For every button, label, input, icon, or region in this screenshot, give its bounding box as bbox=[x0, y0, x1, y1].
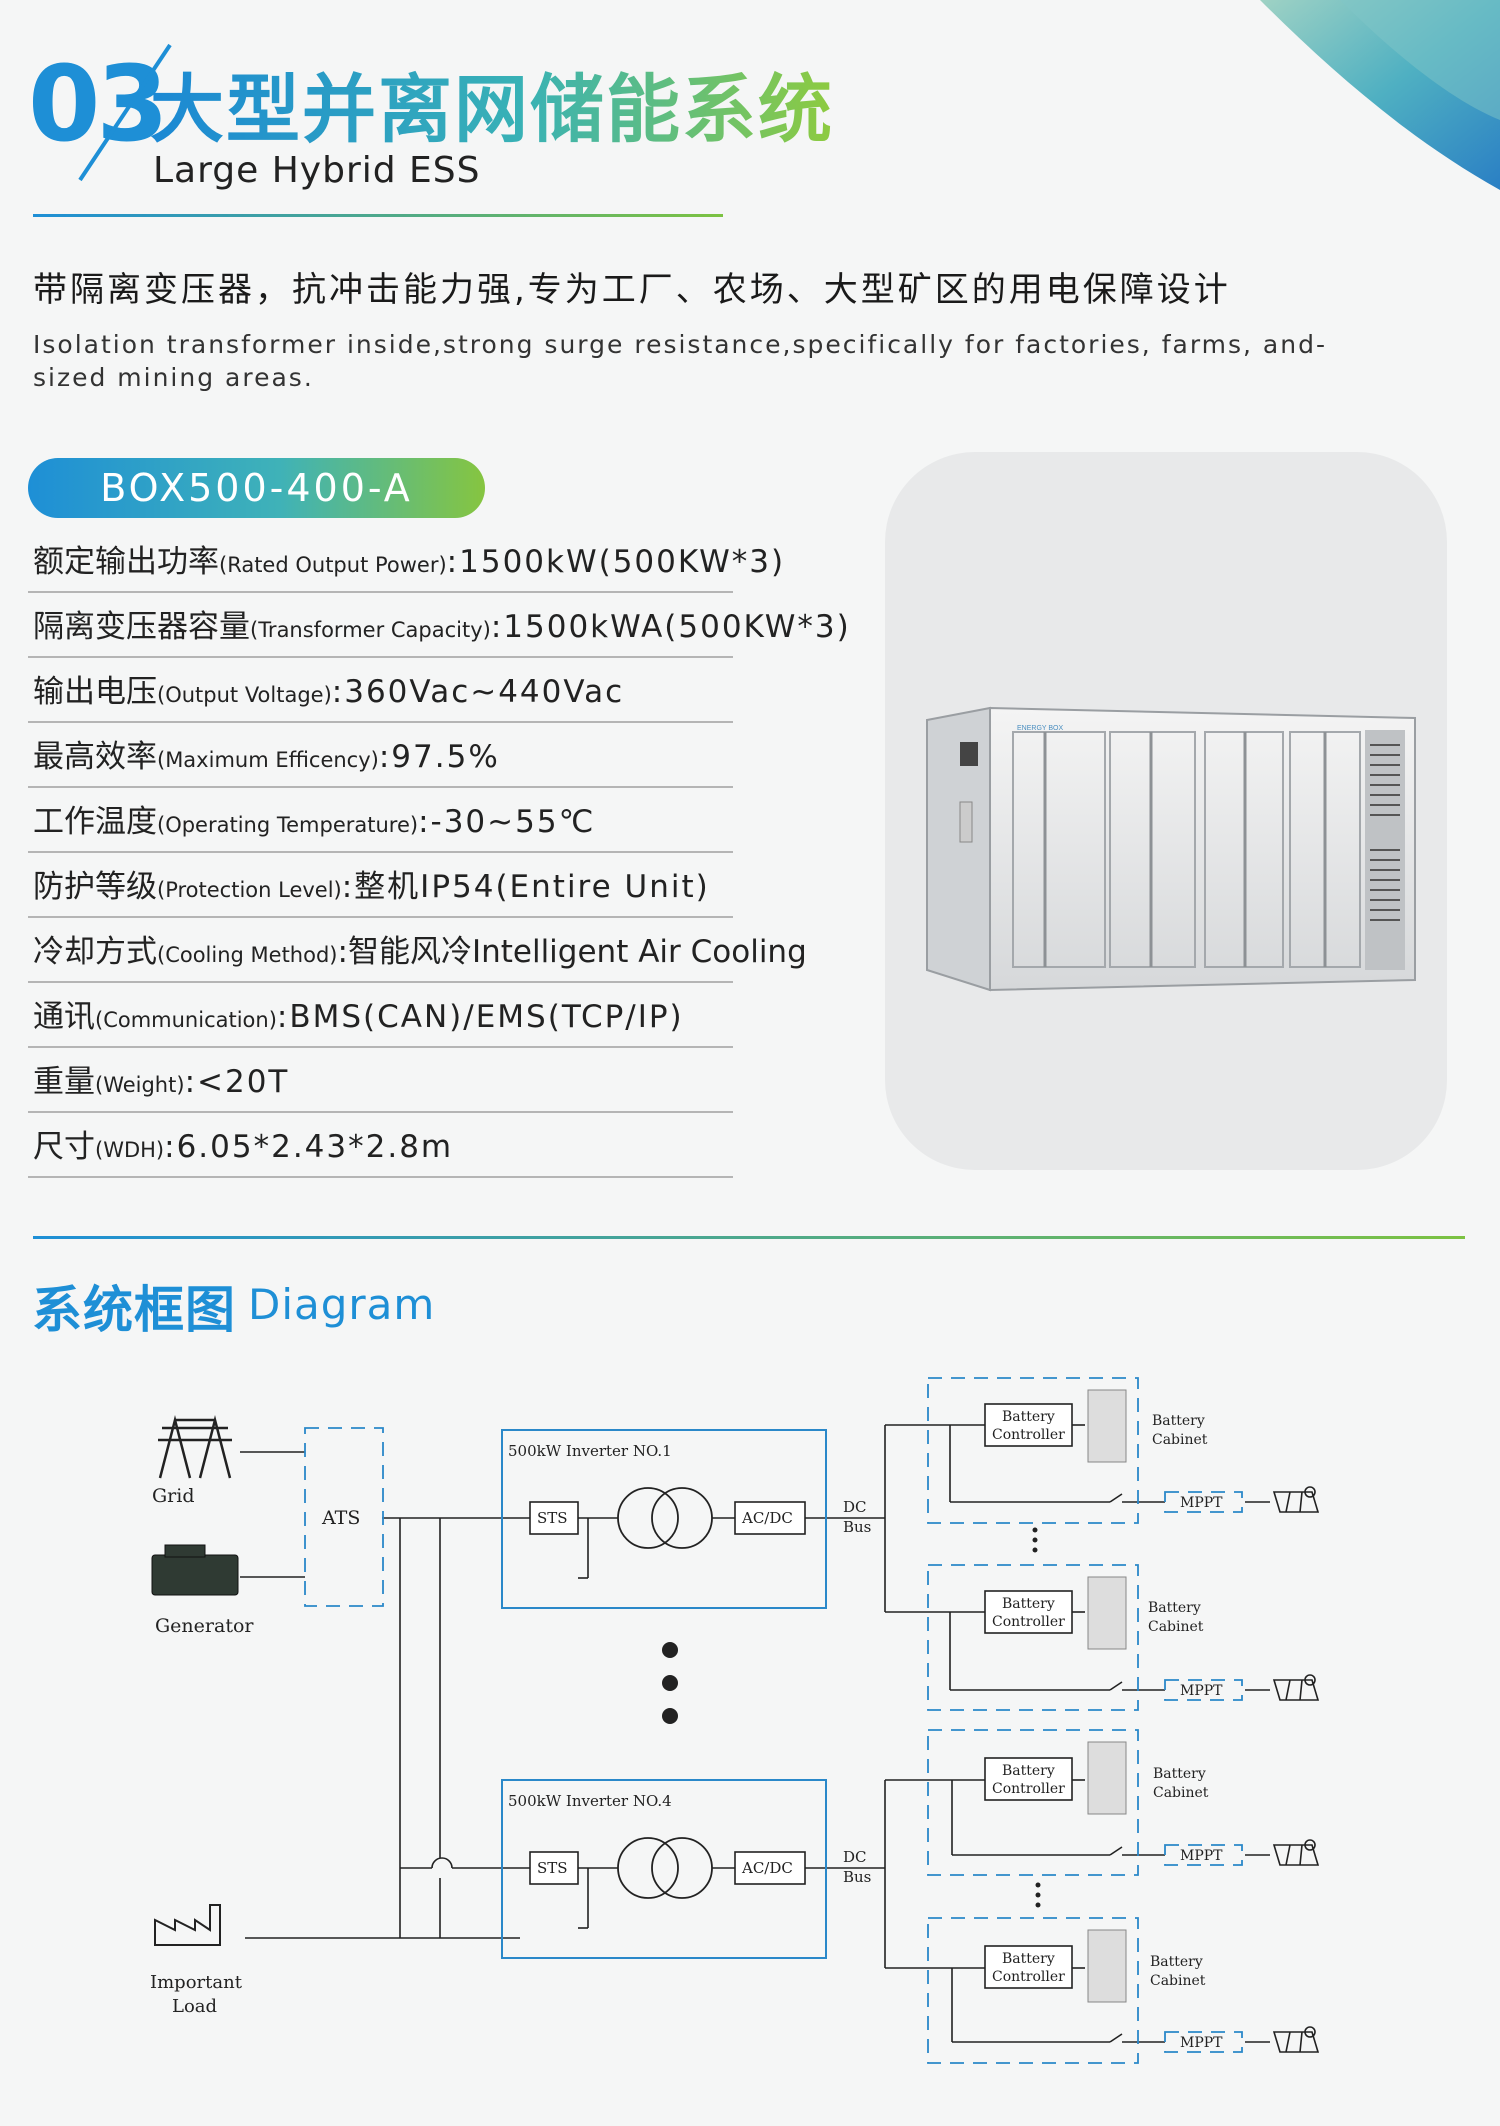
spec-value: :360Vac~440Vac bbox=[331, 674, 625, 710]
spec-list: 额定输出功率(Rated Output Power):1500kW(500KW*… bbox=[28, 528, 849, 1178]
header-divider bbox=[33, 214, 723, 217]
dc-label: DC bbox=[843, 1498, 867, 1516]
grid-label: Grid bbox=[152, 1485, 195, 1507]
sts-label: STS bbox=[537, 1509, 568, 1527]
intro-lead-en: Isolation transformer inside,strong surg… bbox=[33, 330, 1327, 392]
generator-label: Generator bbox=[155, 1615, 254, 1637]
spec-label-en: (Maximum Efficency) bbox=[157, 748, 379, 772]
spec-row: 额定输出功率(Rated Output Power):1500kW(500KW*… bbox=[28, 528, 783, 593]
spec-row: 隔离变压器容量(Transformer Capacity):1500kWA(50… bbox=[28, 593, 849, 658]
spec-label-en: (Communication) bbox=[95, 1008, 277, 1032]
battery-controller-label: Controller bbox=[992, 1614, 1065, 1630]
battery-cabinet-label: Battery bbox=[1152, 1413, 1205, 1429]
bus-label: Bus bbox=[843, 1518, 871, 1536]
battery-cabinet-label: Cabinet bbox=[1153, 1785, 1209, 1801]
battery-controller-label: Controller bbox=[992, 1427, 1065, 1443]
mppt-label: MPPT bbox=[1180, 1848, 1223, 1864]
inverter-4-label: 500kW Inverter NO.4 bbox=[508, 1792, 672, 1810]
spec-label-en: (Output Voltage) bbox=[157, 683, 332, 707]
battery-controller-label: Controller bbox=[992, 1781, 1065, 1797]
battery-controller-label: Battery bbox=[1002, 1763, 1055, 1779]
spec-label-en: (Operating Temperature) bbox=[157, 813, 419, 837]
battery-cabinet-label: Cabinet bbox=[1148, 1619, 1204, 1635]
battery-cabinet-label: Cabinet bbox=[1152, 1432, 1208, 1448]
spec-value: :6.05*2.43*2.8m bbox=[164, 1129, 454, 1165]
spec-label: 隔离变压器容量 bbox=[33, 609, 250, 645]
spec-label-en: (Cooling Method) bbox=[157, 943, 338, 967]
battery-cabinet-label: Battery bbox=[1150, 1954, 1203, 1970]
spec-label: 冷却方式 bbox=[33, 934, 157, 970]
spec-label: 尺寸 bbox=[33, 1129, 95, 1165]
battery-controller-label: Battery bbox=[1002, 1596, 1055, 1612]
spec-label-en: (Rated Output Power) bbox=[219, 553, 447, 577]
intro-lead-cn: 带隔离变压器，抗冲击能力强,专为工厂、农场、大型矿区的用电保障设计 bbox=[33, 270, 1231, 310]
spec-row: 输出电压(Output Voltage):360Vac~440Vac bbox=[28, 658, 733, 723]
mppt-label: MPPT bbox=[1180, 1495, 1223, 1511]
bus-label: Bus bbox=[843, 1868, 871, 1886]
battery-cabinet-label: Cabinet bbox=[1150, 1973, 1206, 1989]
sts-label: STS bbox=[537, 1859, 568, 1877]
spec-label-en: (Transformer Capacity) bbox=[250, 618, 491, 642]
spec-label: 额定输出功率 bbox=[33, 544, 219, 580]
diagram-title-en: Diagram bbox=[248, 1280, 436, 1329]
page-title: 大型并离网储能系统 bbox=[150, 67, 834, 153]
spec-row: 通讯(Communication):BMS(CAN)/EMS(TCP/IP) bbox=[28, 983, 733, 1048]
spec-row: 重量(Weight):<20T bbox=[28, 1048, 733, 1113]
spec-value: :智能风冷Intelligent Air Cooling bbox=[337, 934, 807, 970]
spec-label: 最高效率 bbox=[33, 739, 157, 775]
section-divider bbox=[33, 1236, 1465, 1239]
model-badge: BOX500-400-A bbox=[28, 458, 485, 518]
dc-label: DC bbox=[843, 1848, 867, 1866]
title-slash-decoration bbox=[78, 43, 172, 182]
section-number: 03 bbox=[28, 43, 169, 165]
spec-row: 工作温度(Operating Temperature):-30~55℃ bbox=[28, 788, 733, 853]
acdc-label: AC/DC bbox=[741, 1859, 793, 1877]
container-product-image: ENERGY BOX bbox=[926, 706, 1416, 992]
battery-controller-label: Battery bbox=[1002, 1409, 1055, 1425]
spec-value: :1500kW(500KW*3) bbox=[446, 544, 786, 580]
page-subtitle: Large Hybrid ESS bbox=[153, 150, 481, 191]
spec-value: :-30~55℃ bbox=[418, 804, 596, 840]
important-load-label: Load bbox=[172, 1996, 217, 2017]
spec-label-en: (Weight) bbox=[95, 1073, 185, 1097]
spec-row: 防护等级(Protection Level):整机IP54(Entire Uni… bbox=[28, 853, 733, 918]
spec-value: :<20T bbox=[184, 1064, 290, 1100]
spec-label: 通讯 bbox=[33, 999, 95, 1035]
ats-label: ATS bbox=[321, 1507, 360, 1529]
mppt-label: MPPT bbox=[1180, 1683, 1223, 1699]
spec-label: 输出电压 bbox=[33, 674, 157, 710]
inverter-1-label: 500kW Inverter NO.1 bbox=[508, 1442, 672, 1460]
acdc-label: AC/DC bbox=[741, 1509, 793, 1527]
spec-value: :BMS(CAN)/EMS(TCP/IP) bbox=[276, 999, 684, 1035]
spec-label: 防护等级 bbox=[33, 869, 157, 905]
spec-label: 工作温度 bbox=[33, 804, 157, 840]
spec-row: 最高效率(Maximum Efficency):97.5% bbox=[28, 723, 733, 788]
spec-label-en: (WDH) bbox=[95, 1138, 165, 1162]
spec-value: :1500kWA(500KW*3) bbox=[490, 609, 851, 645]
system-diagram: Grid Generator ATS 500kW Inverter NO.1 5… bbox=[150, 1377, 1320, 2064]
diagram-title-cn: 系统框图 bbox=[32, 1281, 236, 1339]
spec-row: 冷却方式(Cooling Method):智能风冷Intelligent Air… bbox=[28, 918, 807, 983]
battery-controller-label: Battery bbox=[1002, 1951, 1055, 1967]
spec-row: 尺寸(WDH):6.05*2.43*2.8m bbox=[28, 1113, 733, 1178]
container-logo: ENERGY BOX bbox=[1017, 725, 1063, 732]
spec-value: :97.5% bbox=[378, 739, 500, 775]
spec-value: :整机IP54(Entire Unit) bbox=[341, 869, 710, 905]
important-load-label: Important bbox=[150, 1972, 243, 1993]
corner-wave-decoration bbox=[1260, 0, 1500, 190]
spec-label-en: (Protection Level) bbox=[157, 878, 342, 902]
battery-cabinet-label: Battery bbox=[1153, 1766, 1206, 1782]
battery-cabinet-label: Battery bbox=[1148, 1600, 1201, 1616]
spec-label: 重量 bbox=[33, 1064, 95, 1100]
mppt-label: MPPT bbox=[1180, 2035, 1223, 2051]
battery-controller-label: Controller bbox=[992, 1969, 1065, 1985]
